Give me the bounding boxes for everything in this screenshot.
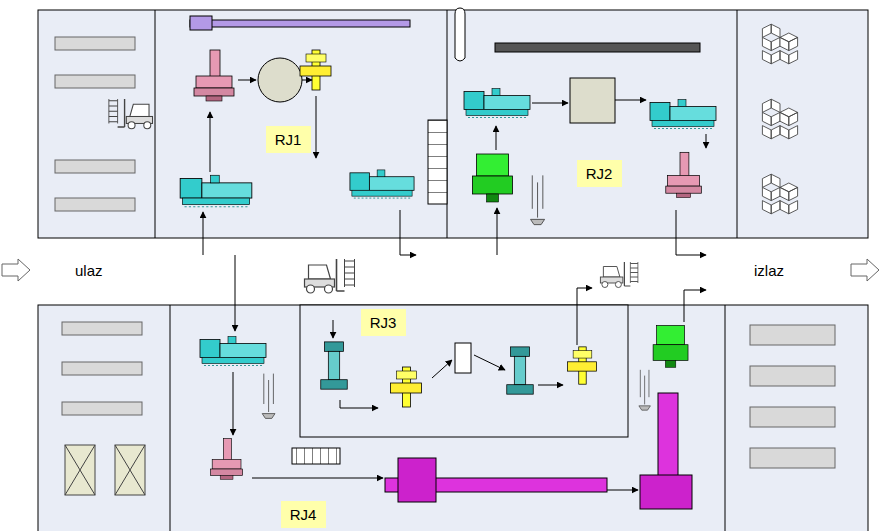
rj2-machines: [455, 8, 716, 255]
unit-name: RJ2: [586, 165, 613, 182]
unit-name: RJ3: [370, 314, 397, 331]
door-label: ulaz: [75, 262, 103, 279]
storage-racks: [55, 37, 835, 468]
unit-name: RJ1: [275, 131, 302, 148]
in-arrow: [2, 259, 30, 281]
bottom-hall: [38, 305, 868, 531]
work-unit-label: RJ3: [361, 309, 406, 336]
top-hall: [38, 10, 868, 238]
work-unit-label: RJ2: [577, 160, 622, 187]
rj3-area: [300, 305, 628, 437]
product-stacks: [762, 24, 797, 214]
unit-name: RJ4: [290, 506, 317, 523]
door-label: izlaz: [754, 262, 784, 279]
work-unit-label: RJ4: [281, 501, 326, 528]
rj4-machines: [200, 255, 706, 509]
rj3-machines: [321, 288, 597, 408]
crates: [65, 445, 145, 495]
forklifts: [109, 99, 638, 293]
out-arrow: [851, 259, 879, 281]
rj1-machines: [180, 16, 447, 255]
work-unit-label: RJ1: [266, 126, 311, 153]
